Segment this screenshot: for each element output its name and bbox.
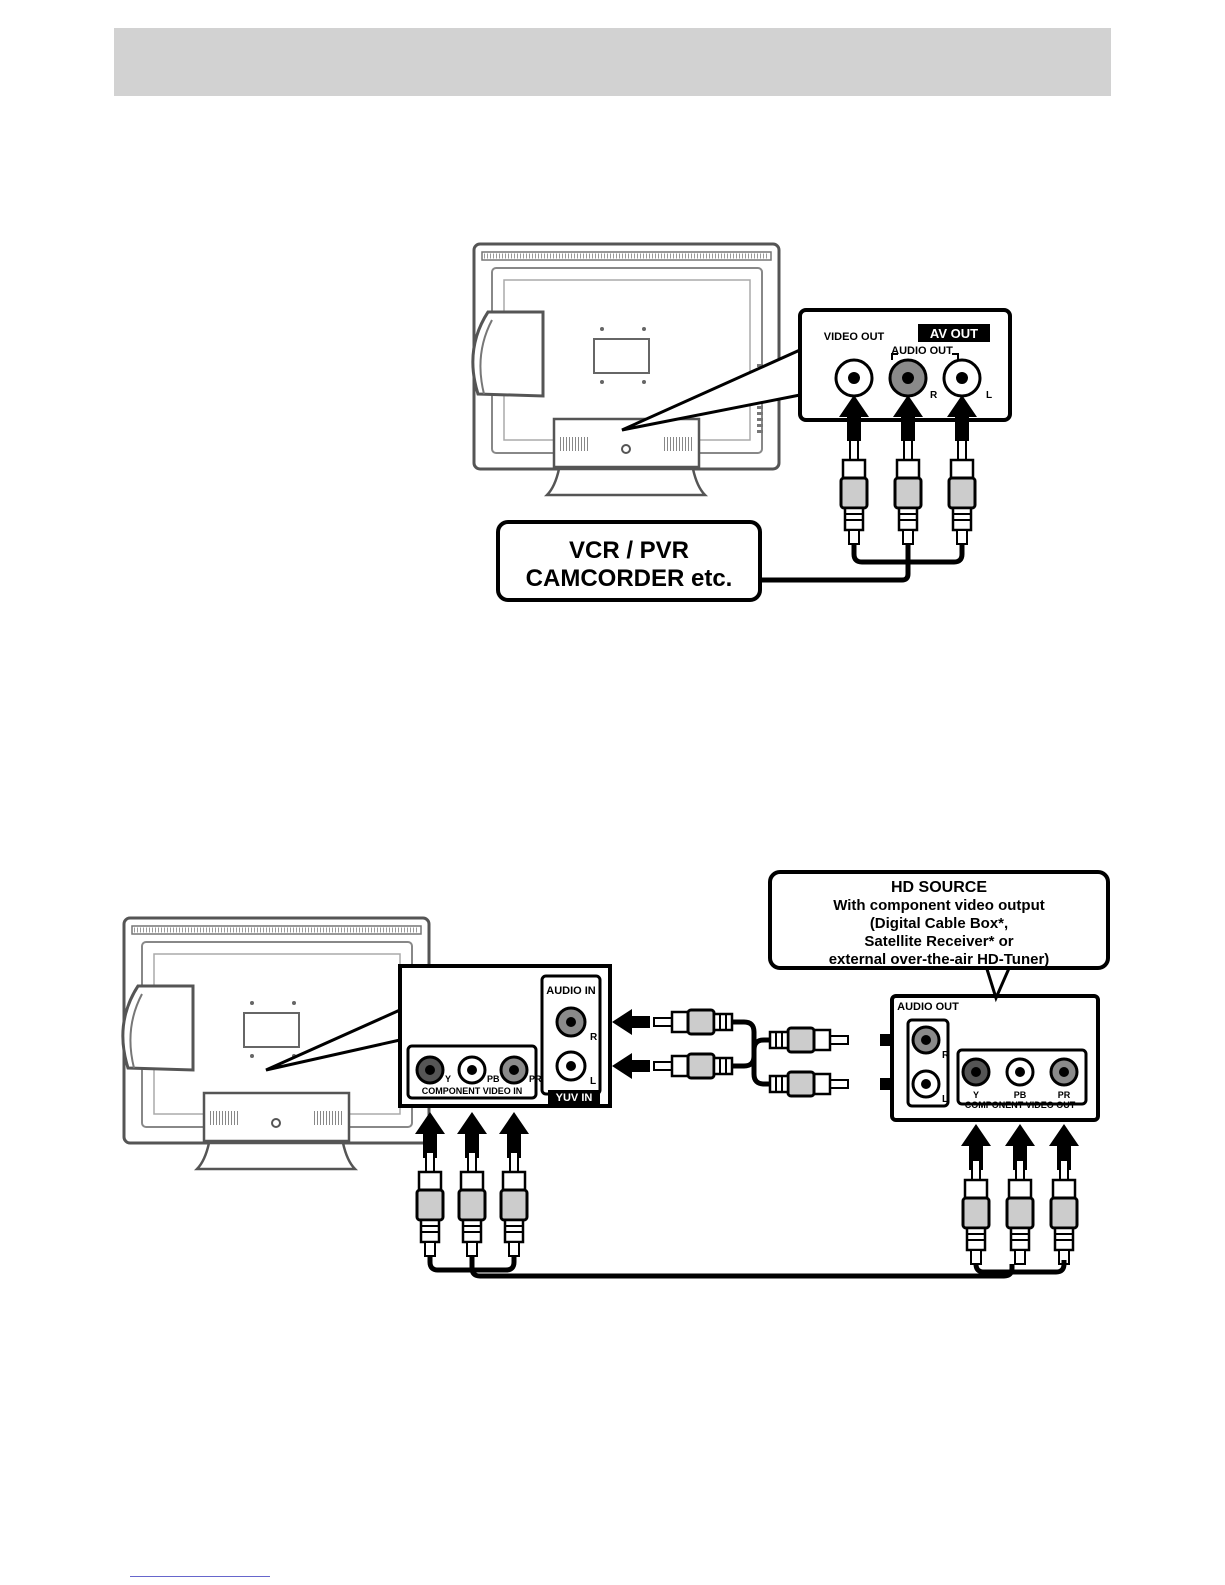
plug-audio-l-source-side [770,1072,848,1096]
plug-pb-in [459,1152,485,1256]
plug-pb-out [1007,1160,1033,1264]
hd-source-line4: external over-the-air HD-Tuner) [829,951,1050,968]
plug-audio-l-1 [949,440,975,544]
label-pb-out: PB [1014,1090,1027,1100]
label-pb-in: PB [487,1074,500,1084]
label-pr-in: PR [529,1074,542,1084]
audio-out-label: AUDIO OUT [891,345,953,357]
component-video-in-label: COMPONENT VIDEO IN [422,1086,523,1096]
plug-audio-r-1 [895,440,921,544]
plug-pr-out [1051,1160,1077,1264]
label-y-in: Y [445,1074,451,1084]
plug-audio-r-tv-side [654,1010,732,1034]
diagram-yuv-in: AUDIO IN R L Y PB PR COMPONENT VIDEO IN … [123,872,1108,1276]
label-l-2: L [590,1076,596,1087]
hd-source-title: HD SOURCE [891,879,987,896]
label-l-3: L [942,1094,948,1105]
label-r-1: R [930,390,938,401]
yuv-in-title: YUV IN [556,1092,593,1104]
audio-cable-link [732,1022,770,1084]
label-y-out: Y [973,1090,979,1100]
arrow-left-icon [612,1009,650,1035]
audio-in-label: AUDIO IN [546,985,596,997]
plug-y-in [417,1152,443,1256]
plug-video-1 [841,440,867,544]
label-r-2: R [590,1032,598,1043]
hd-source-line3: Satellite Receiver* or [864,933,1013,950]
plug-pr-in [501,1152,527,1256]
label-l-1: L [986,390,992,401]
plug-y-out [963,1160,989,1264]
plug-audio-l-tv-side [654,1054,732,1078]
arrow-left-icon [612,1053,650,1079]
audio-out-label-2: AUDIO OUT [897,1001,959,1013]
label-r-3: R [942,1050,950,1061]
cable-bundle-1 [762,544,962,580]
label-pr-out: PR [1058,1090,1071,1100]
component-cable-bundle [430,1256,1064,1276]
hd-source-line2: (Digital Cable Box*, [870,915,1008,932]
video-out-label: VIDEO OUT [824,331,885,343]
hd-source-line1: With component video output [833,897,1045,914]
footer-link-underline [130,1576,270,1577]
tv-rear-view-1 [473,244,779,495]
device-label-line2: CAMCORDER etc. [526,565,733,592]
plug-audio-r-source-side [770,1028,848,1052]
diagram-av-out: AV OUT VIDEO OUT AUDIO OUT R L VCR / PVR… [473,244,1010,600]
device-label-line1: VCR / PVR [569,537,689,564]
av-out-title: AV OUT [930,326,978,341]
component-video-out-label: COMPONENT VIDEO OUT [965,1100,1076,1110]
